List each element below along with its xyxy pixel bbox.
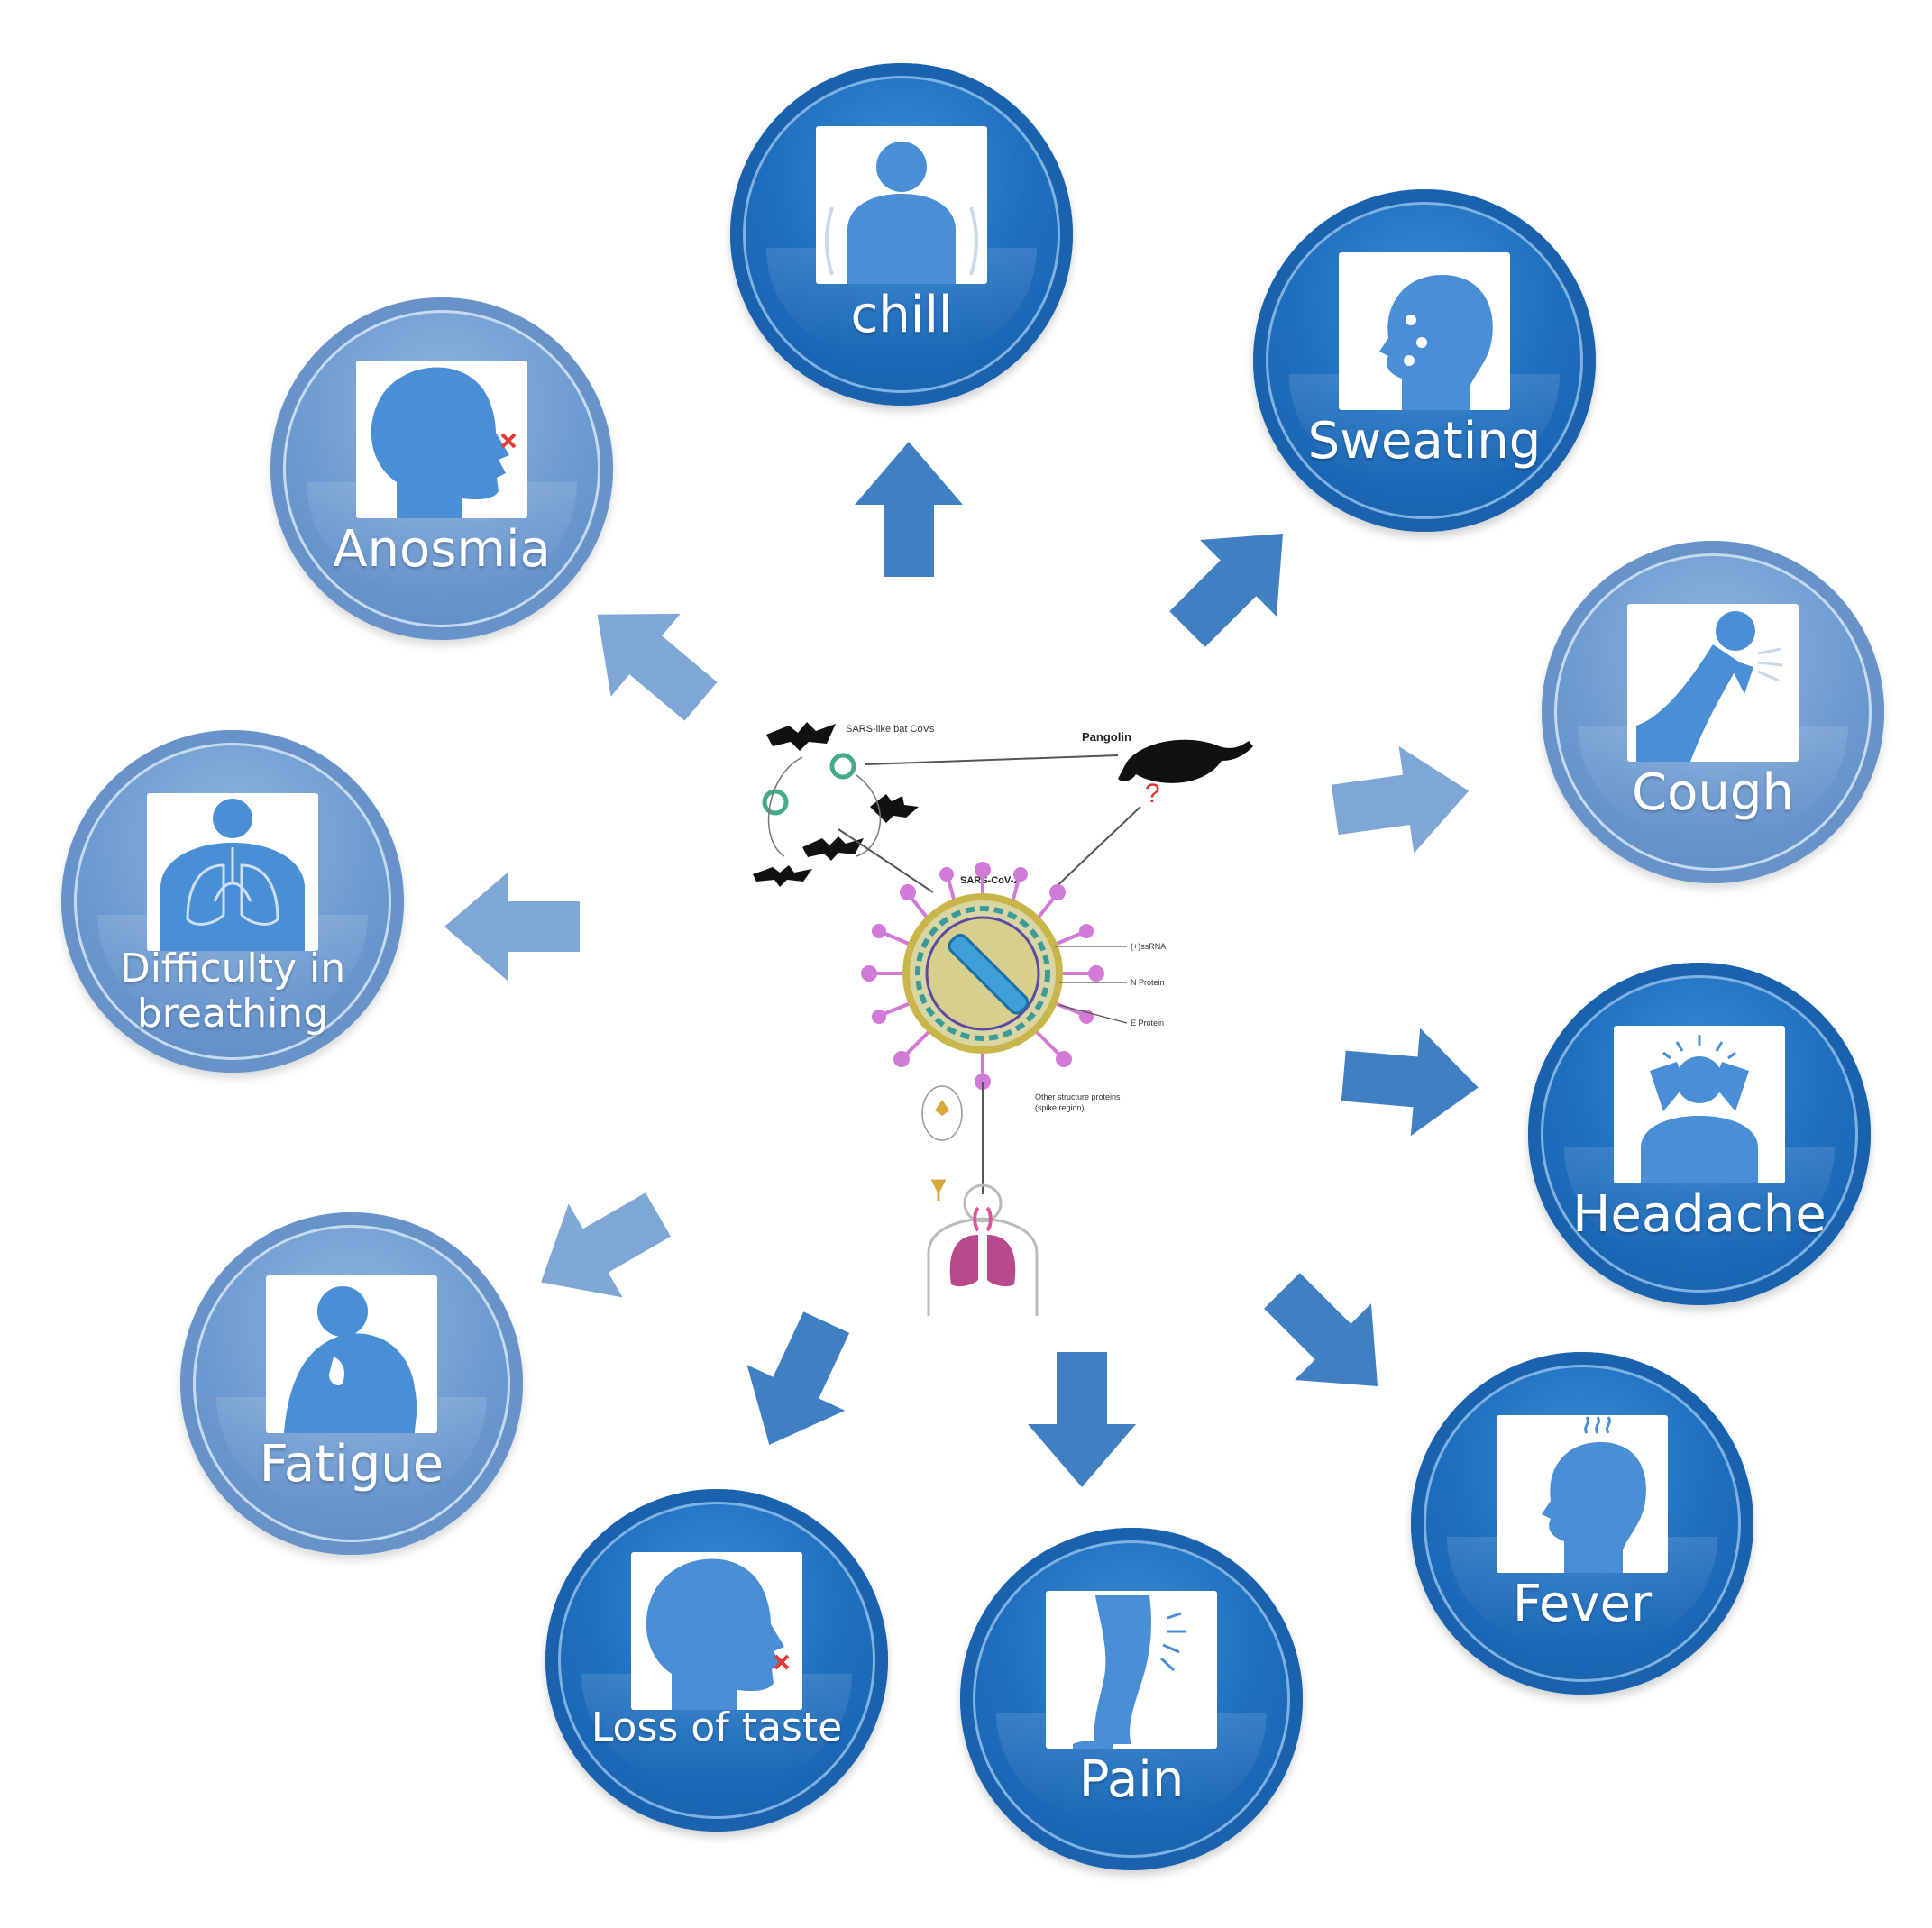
symptom-label: chill [850,286,953,344]
arrow-to-fatigue [514,1168,685,1329]
symptom-node-chill: chill [730,63,1073,406]
rna-label: (+)ssRNA [1131,942,1166,951]
symptom-label: Headache [1572,1185,1827,1244]
symptom-node-sweating: Sweating [1253,189,1596,532]
symptom-label: Fatigue [259,1435,444,1494]
other-proteins-label: Other structure proteins [1035,1092,1121,1101]
e-protein-label: E Protein [1131,1019,1164,1028]
other-proteins-sublabel: (spike region) [1035,1103,1085,1112]
sweating-head-icon [1339,252,1510,410]
arrow-to-cough [1327,737,1476,863]
symptom-label: Anosmia [333,520,551,579]
question-mark: ? [1145,779,1160,809]
leg-pain-icon [1046,1591,1217,1749]
sars-cov-2-transmission-illustration: SARS-like bat CoVs Pangolin ? SARS-CoV-2 [748,703,1253,1316]
symptom-node-fatigue: Fatigue [180,1212,523,1555]
arrow-to-fever [1244,1253,1416,1425]
n-protein-label: N Protein [1131,978,1165,987]
symptom-label: Loss of taste [591,1704,843,1750]
arrow-to-sweating [1149,496,1322,668]
nose-cross-head-icon [356,361,527,518]
symptom-label: Cough [1632,763,1794,822]
pangolin-icon [1118,739,1253,783]
human-lungs-icon [927,1183,1039,1316]
arrow-to-pain [1028,1352,1136,1487]
mouth-cross-head-icon [631,1552,802,1710]
arrow-to-loss-of-taste [720,1300,875,1468]
bat-icon [753,722,919,887]
symptom-node-pain: Pain [960,1528,1303,1870]
symptom-label: Pain [1078,1750,1185,1809]
coronavirus-icon [861,862,1104,1090]
coughing-person-icon [1627,604,1799,762]
arrow-to-difficulty-in-breathing [444,873,580,981]
headache-person-icon [1614,1026,1785,1183]
symptom-node-loss-of-taste: Loss of taste [545,1489,888,1832]
symptom-node-anosmia: Anosmia [270,297,613,640]
arrow-to-chill [855,442,963,577]
lungs-torso-icon [147,793,318,951]
symptom-label: Difficulty in breathing [119,946,346,1037]
arrow-to-headache [1339,1022,1483,1142]
symptom-node-cough: Cough [1542,541,1884,883]
arrow-to-anosmia [563,573,736,743]
symptom-label: Fever [1512,1575,1653,1633]
person-shivering-icon [816,126,987,284]
symptom-node-difficulty-in-breathing: Difficulty in breathing [61,730,404,1073]
symptom-node-fever: Fever [1411,1352,1753,1695]
symptom-label: Sweating [1307,412,1542,471]
symptom-node-headache: Headache [1528,963,1871,1305]
bat-label: SARS-like bat CoVs [846,724,935,735]
hot-head-icon [1497,1415,1668,1573]
pangolin-label: Pangolin [1082,730,1131,744]
tired-person-icon [266,1275,437,1433]
virus-label: SARS-CoV-2 [960,875,1019,886]
